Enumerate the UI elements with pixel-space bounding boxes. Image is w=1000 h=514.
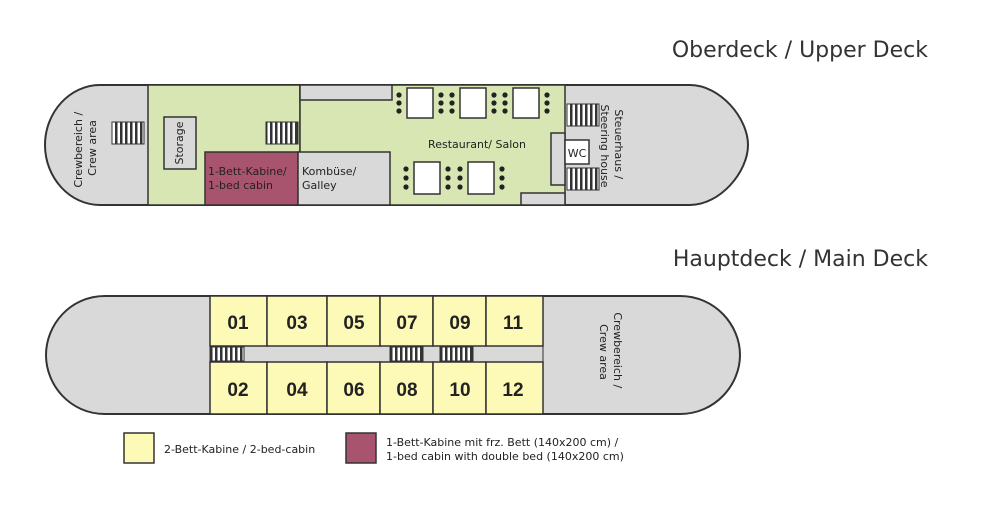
legend-two-bed-label: 2-Bett-Kabine / 2-bed-cabin: [164, 443, 315, 456]
cabin-12: [485, 361, 544, 415]
service-shelf: [520, 192, 566, 206]
wc-label: WC: [568, 147, 587, 160]
main-crew-area-label: Crewbereich / Crew area: [597, 312, 624, 391]
legend-one-bed-swatch: [345, 432, 377, 464]
upper-deck-title: Oberdeck / Upper Deck: [672, 38, 928, 63]
cabin-01: [209, 295, 268, 347]
galley: [297, 151, 391, 206]
stairs-icon: [439, 346, 474, 362]
restaurant-tables-top: [406, 87, 540, 119]
cabin-number: 05: [343, 313, 365, 334]
cabin-02: [209, 361, 268, 415]
storage-room: [163, 116, 197, 170]
steering-house-label: Steuerhaus / Steering house: [598, 104, 625, 187]
cabin-09: [432, 295, 487, 347]
cabin-06: [326, 361, 381, 415]
cabin-07: [379, 295, 434, 347]
table-icon: [459, 87, 487, 119]
table-icon: [413, 161, 441, 195]
cabin-number: 09: [449, 313, 470, 334]
cabin-number: 11: [503, 313, 524, 334]
cabin-number: 12: [502, 380, 523, 401]
restaurant-label: Restaurant/ Salon: [428, 138, 526, 151]
storage-label: Storage: [173, 121, 186, 164]
cabin-number: 07: [396, 313, 417, 334]
stairs-icon: [566, 103, 600, 127]
restaurant-chairs-bottom: [403, 166, 505, 190]
table-icon: [406, 87, 434, 119]
stairs-icon: [389, 346, 424, 362]
stairs-icon: [111, 121, 145, 145]
table-icon: [512, 87, 540, 119]
upper-crew-area-label: Crewbereich / Crew area: [72, 108, 99, 187]
galley-label: Kombüse/ Galley: [302, 165, 360, 192]
cabin-number: 08: [396, 380, 417, 401]
counter: [299, 84, 393, 101]
cabin-number: 10: [449, 380, 470, 401]
legend-two-bed-swatch: [123, 432, 155, 464]
wc-room: [564, 139, 590, 165]
restaurant-chairs-top: [396, 92, 550, 114]
cabin-number: 06: [343, 380, 364, 401]
stairs-icon: [265, 121, 299, 145]
restaurant-tables-bottom: [413, 161, 495, 195]
table-icon: [467, 161, 495, 195]
cabin-number: 03: [286, 313, 307, 334]
service-counter: [550, 132, 566, 186]
cabin-08: [379, 361, 434, 415]
cabin-number: 01: [227, 313, 249, 334]
cabin-number: 04: [286, 380, 308, 401]
single-cabin: [204, 151, 299, 206]
legend-one-bed-label: 1-Bett-Kabine mit frz. Bett (140x200 cm)…: [386, 436, 624, 463]
cabins-bottom-row: [209, 361, 544, 415]
stairs-icon: [566, 167, 600, 191]
stairs-icon: [210, 346, 245, 362]
cabin-04: [266, 361, 328, 415]
single-cabin-label: 1-Bett-Kabine/ 1-bed cabin: [208, 165, 290, 192]
cabins-top-row: [209, 295, 544, 347]
main-deck-title: Hauptdeck / Main Deck: [673, 247, 928, 272]
corridor: [209, 345, 544, 363]
cabin-number: 02: [227, 380, 248, 401]
cabin-11: [485, 295, 544, 347]
